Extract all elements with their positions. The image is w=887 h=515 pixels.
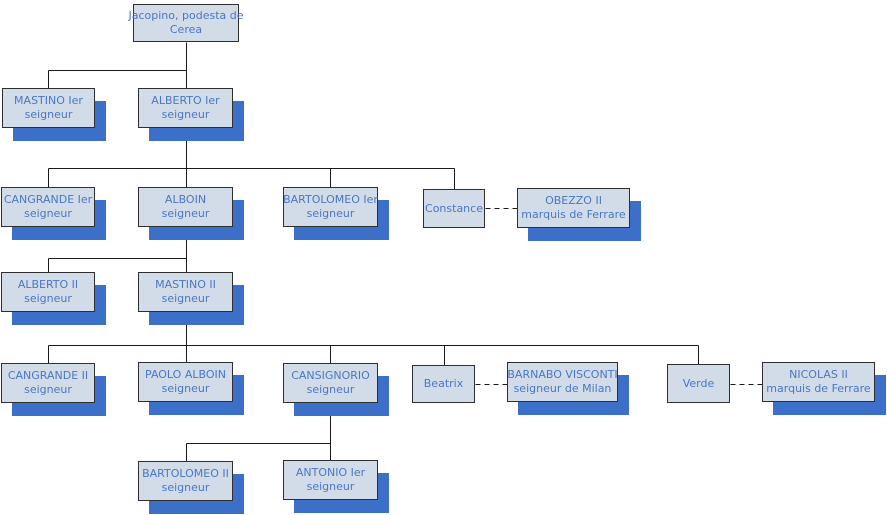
node-title: seigneur (306, 207, 355, 220)
node-name: ALBERTO Ier (151, 94, 220, 107)
node-name: CANGRANDE Ier (3, 193, 93, 206)
node-name: ALBOIN (164, 193, 207, 206)
node-name: BARNABO VISCONTI (507, 368, 618, 381)
node-title: seigneur (161, 207, 210, 220)
node-name: Beatrix (423, 377, 464, 390)
node-title: marquis de Ferrare (766, 382, 871, 395)
node-name: OBEZZO II (545, 194, 602, 207)
node-name: BARTOLOMEO Ier (283, 193, 378, 206)
node-title: seigneur (24, 292, 72, 305)
node-title: seigneur (161, 481, 210, 494)
node-name: PAOLO ALBOIN (145, 368, 226, 381)
node-title: seigneur (306, 383, 355, 396)
node-title: seigneur (306, 480, 355, 493)
node-title: seigneur (24, 108, 73, 121)
node-verde[interactable]: Verde (667, 364, 730, 403)
node-title: seigneur (24, 383, 72, 396)
node-title: seigneur (24, 207, 72, 220)
node-title: Cerea (169, 23, 203, 36)
node-title: seigneur (161, 382, 210, 395)
node-name: MASTINO II (155, 278, 216, 291)
node-name: ALBERTO II (17, 278, 79, 291)
node-name: Jacopino, podesta de (128, 9, 244, 22)
node-title: seigneur (161, 292, 210, 305)
node-title: seigneur de Milan (513, 382, 612, 395)
node-constance[interactable]: Constance (423, 189, 485, 228)
node-name: NICOLAS II (789, 368, 848, 381)
node-name: BARTOLOMEO II (142, 467, 229, 480)
node-name: Verde (682, 376, 715, 390)
node-name: MASTINO Ier (14, 94, 83, 107)
node-name: Constance (425, 201, 483, 215)
node-name: ANTONIO Ier (295, 466, 366, 479)
node-title: seigneur (161, 108, 210, 121)
node-beatrix[interactable]: Beatrix (412, 365, 475, 403)
node-title: marquis de Ferrare (521, 208, 626, 221)
node-name: CANSIGNORIO (291, 369, 370, 382)
node-name: CANGRANDE II (7, 369, 89, 382)
